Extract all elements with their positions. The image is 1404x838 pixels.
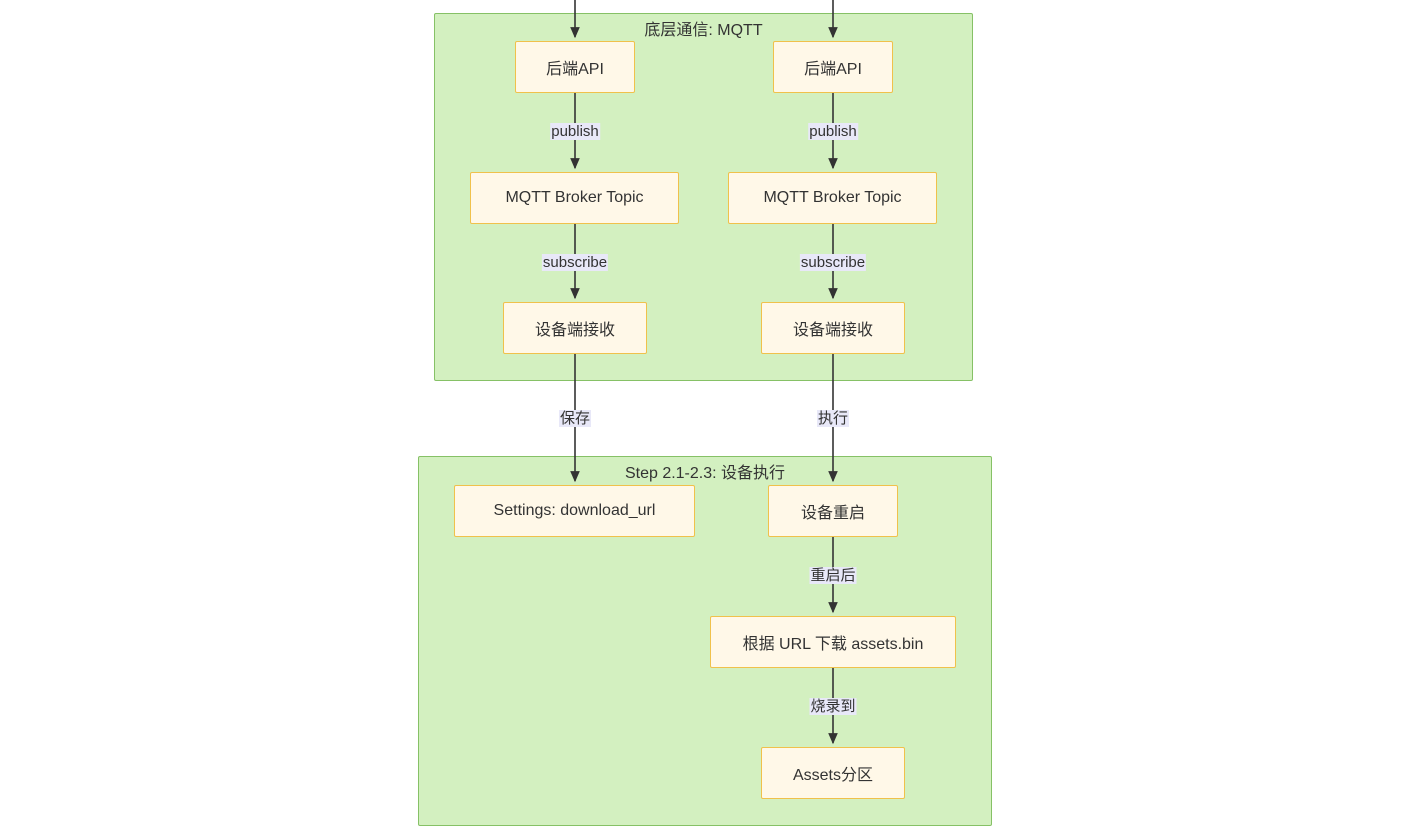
node-download-assets-bin[interactable]: 根据 URL 下载 assets.bin [710, 616, 956, 668]
edge-label-subscribe-right: subscribe [799, 254, 867, 272]
cluster-device-exec-title: Step 2.1-2.3: 设备执行 [624, 465, 786, 482]
edge-label-exec: 执行 [816, 410, 850, 428]
edge-label-subscribe-left: subscribe [541, 254, 609, 272]
node-assets-partition[interactable]: Assets分区 [761, 747, 905, 799]
node-mqtt-broker-topic-right[interactable]: MQTT Broker Topic [728, 172, 937, 224]
node-device-receive-right[interactable]: 设备端接收 [761, 302, 905, 354]
node-device-reboot[interactable]: 设备重启 [768, 485, 898, 537]
edge-label-save: 保存 [558, 410, 592, 428]
edge-label-publish-left: publish [550, 123, 600, 141]
edge-label-publish-right: publish [808, 123, 858, 141]
cluster-mqtt-layer-title: 底层通信: MQTT [644, 22, 763, 39]
edge-label-flash-to: 烧录到 [809, 698, 857, 716]
node-backend-api-left[interactable]: 后端API [515, 41, 635, 93]
node-mqtt-broker-topic-left[interactable]: MQTT Broker Topic [470, 172, 679, 224]
edge-label-after-reboot: 重启后 [809, 567, 857, 585]
node-settings-download-url[interactable]: Settings: download_url [454, 485, 695, 537]
node-device-receive-left[interactable]: 设备端接收 [503, 302, 647, 354]
node-backend-api-right[interactable]: 后端API [773, 41, 893, 93]
